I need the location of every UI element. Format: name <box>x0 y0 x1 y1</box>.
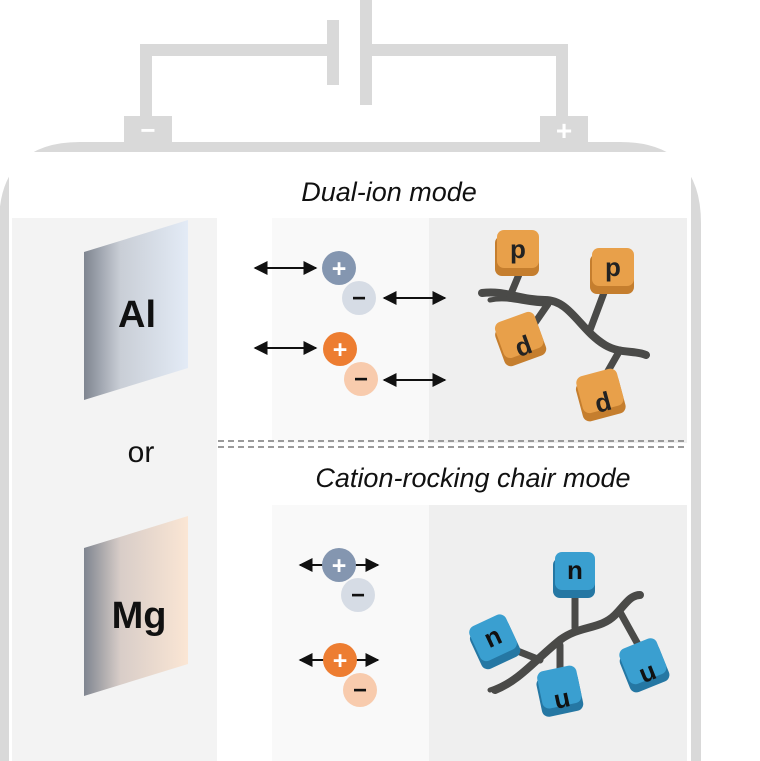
cathode-panel-bottom <box>429 505 687 761</box>
anode-mg: Mg <box>84 516 188 696</box>
ion-pair-gray-1: − + <box>322 251 376 315</box>
external-circuit <box>140 44 568 124</box>
ion-pair-orange-2: − + <box>323 643 377 707</box>
svg-text:+: + <box>333 647 348 675</box>
positive-terminal-label: + <box>556 115 572 146</box>
svg-text:p: p <box>605 252 621 282</box>
svg-text:p: p <box>510 234 526 264</box>
electrolyte-panel <box>272 218 429 443</box>
svg-text:−: − <box>352 285 366 312</box>
svg-text:p: p <box>593 390 616 423</box>
cathode-panel <box>429 218 687 443</box>
svg-text:+: + <box>332 255 347 283</box>
p-unit-4: p <box>575 368 626 423</box>
p-unit-1: p <box>495 230 539 276</box>
anode-al: Al <box>84 220 188 400</box>
svg-text:+: + <box>332 552 347 580</box>
negative-terminal <box>124 116 172 144</box>
svg-text:n: n <box>567 555 583 585</box>
p-unit-3: p <box>494 311 547 367</box>
connector-word: or <box>128 436 155 469</box>
ion-arrows-dual-ion <box>253 261 447 387</box>
svg-text:n: n <box>552 686 574 719</box>
n-unit-4: n <box>619 638 670 693</box>
anode-mg-label: Mg <box>112 595 167 637</box>
n-unit-2: n <box>469 614 521 670</box>
svg-text:−: − <box>351 582 365 609</box>
positive-terminal <box>540 116 588 144</box>
battery-symbol-icon <box>327 0 372 105</box>
svg-text:−: − <box>354 366 368 393</box>
ion-pair-orange-1: − + <box>323 332 378 396</box>
negative-terminal-label: − <box>140 115 155 145</box>
anode-al-label: Al <box>118 294 156 336</box>
mode-title-dual-ion: Dual-ion mode <box>301 177 477 207</box>
ion-pair-gray-2: − + <box>322 548 375 612</box>
svg-text:+: + <box>333 336 348 364</box>
mode-title-cation-rocking: Cation-rocking chair mode <box>315 463 630 493</box>
n-type-polymer <box>487 586 644 694</box>
n-unit-3: n <box>536 665 584 719</box>
electrolyte-panel-bottom <box>272 505 429 761</box>
p-unit-2: p <box>590 248 634 294</box>
svg-text:−: − <box>353 677 367 704</box>
n-unit-1: n <box>553 552 595 598</box>
